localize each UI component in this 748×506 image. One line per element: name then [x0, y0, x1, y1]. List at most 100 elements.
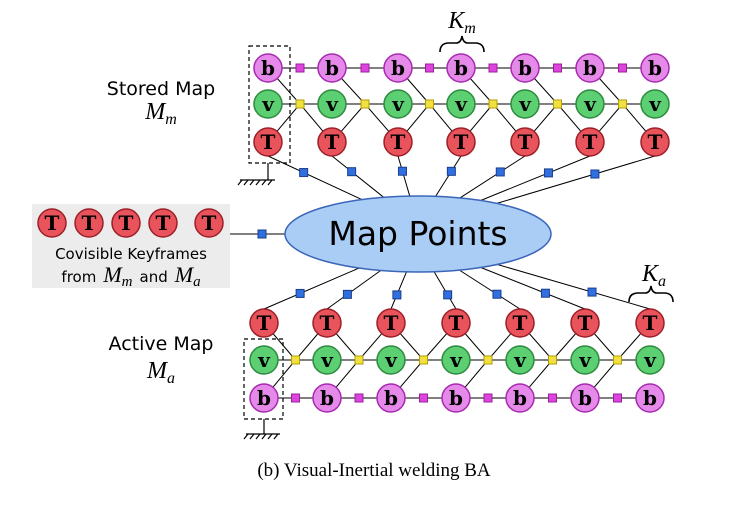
stored-bias-node-circle [510, 53, 540, 83]
stored-bias-node: b [640, 53, 670, 83]
active-inertial-factor [354, 355, 364, 365]
stored-point-link [480, 155, 591, 201]
active-map-symbol: Ma [146, 358, 175, 387]
active-velocity-node: v [505, 345, 535, 375]
active-pose-node: T [376, 308, 406, 338]
stored-bias-node-letter: b [518, 56, 532, 80]
stored-bias-node: b [253, 53, 283, 83]
active-keyframe-window-label: Ka [641, 261, 666, 290]
stored-bias-node-circle [575, 53, 605, 83]
active-velocity-node-letter: v [384, 348, 398, 372]
active-point-factor [392, 290, 402, 300]
active-pose-node-letter: T [449, 311, 464, 335]
figure-caption: (b) Visual-Inertial welding BA [257, 460, 491, 481]
active-point-factor [342, 289, 352, 299]
stored-inertial-factor [553, 99, 562, 109]
stored-bias-node: b [575, 53, 605, 83]
stored-pose-node: T [383, 127, 413, 157]
active-velocity-node-circle [312, 345, 342, 375]
active-pose-node-letter: T [384, 311, 399, 335]
active-velocity-node-letter: v [578, 348, 592, 372]
stored-pose-node: T [253, 127, 283, 157]
active-pose-node-circle [312, 308, 342, 338]
active-map-label: Active Map [109, 333, 214, 355]
stored-bias-node-letter: b [648, 56, 662, 80]
active-pose-node-circle [376, 308, 406, 338]
covisible-pose-node-circle [111, 208, 141, 238]
stored-pose-node-circle [253, 127, 283, 157]
stored-bias-node-circle [640, 53, 670, 83]
active-pose-node-circle [441, 308, 471, 338]
stored-pose-node-circle [575, 127, 605, 157]
active-bias-node-letter: b [578, 386, 592, 410]
active-pose-node-circle [635, 308, 665, 338]
active-point-factor [492, 289, 502, 299]
stored-velocity-node-letter: v [583, 92, 597, 116]
stored-point-link [496, 155, 656, 204]
active-point-link [459, 269, 521, 310]
stored-map-label: Stored Map [107, 78, 215, 100]
stored-velocity-node: v [383, 89, 413, 119]
active-velocity-node-letter: v [643, 348, 657, 372]
active-bias-node: b [505, 383, 535, 413]
active-pose-node: T [570, 308, 600, 338]
active-bias-node-letter: b [320, 386, 334, 410]
stored-inertial-factor [488, 99, 498, 109]
covisible-pose-node-circle [148, 208, 178, 238]
covisible-line1: Covisible Keyframes [55, 245, 207, 263]
active-velocity-node: v [249, 345, 279, 375]
covisible-pose-node: T [111, 208, 141, 238]
stored-pose-node: T [575, 127, 605, 157]
stored-bias-node-letter: b [325, 56, 339, 80]
stored-point-factor [397, 166, 407, 176]
stored-point-link [459, 155, 526, 199]
stored-inertial-factor [618, 99, 627, 109]
covisible-pose-node: T [148, 208, 178, 238]
active-pose-node-circle [570, 308, 600, 338]
active-velocity-node-circle [635, 345, 665, 375]
stored-bias-node-letter: b [454, 56, 468, 80]
active-point-link [497, 263, 651, 310]
stored-keyframe-window-label: Km [447, 8, 476, 37]
stored-point-factor [446, 166, 456, 176]
stored-velocity-node: v [446, 89, 476, 119]
map-points-node [284, 195, 552, 273]
stored-bias-factor [425, 63, 434, 73]
active-point-factor [295, 288, 305, 298]
active-ground-symbol [243, 419, 280, 440]
stored-point-factor [347, 167, 357, 177]
covisible-pose-node: T [37, 208, 67, 238]
stored-pose-node: T [640, 127, 670, 157]
stored-velocity-node-letter: v [391, 92, 405, 116]
stored-bias-node-letter: b [583, 56, 597, 80]
active-inertial-factor [291, 355, 300, 365]
active-point-factor [540, 288, 550, 298]
active-bias-node-letter: b [513, 386, 527, 410]
stored-velocity-node-letter: v [648, 92, 662, 116]
stored-point-link [397, 155, 411, 197]
stored-point-link [331, 155, 384, 198]
stored-pose-node-letter: T [583, 130, 598, 154]
stored-pose-node-letter: T [391, 130, 406, 154]
active-bias-factor [354, 393, 364, 403]
active-point-link [326, 270, 381, 310]
stored-pose-node-letter: T [261, 130, 276, 154]
factor-nodes [257, 63, 627, 403]
stored-keyframe-window-brace [439, 35, 485, 53]
stored-velocity-node: v [640, 89, 670, 119]
active-bias-factor [483, 393, 493, 403]
active-bias-node: b [635, 383, 665, 413]
stored-bias-node-circle [383, 53, 413, 83]
stored-bias-node-letter: b [261, 56, 275, 80]
stored-point-link [267, 155, 363, 201]
active-bias-node: b [376, 383, 406, 413]
active-keyframe-window-brace [628, 285, 674, 303]
map-points-label: Map Points [328, 214, 507, 253]
active-velocity-node: v [312, 345, 342, 375]
stored-velocity-node-letter: v [454, 92, 468, 116]
covisible-pose-node-letter: T [202, 211, 217, 235]
covisible-pose-node-letter: T [119, 211, 134, 235]
stored-velocity-node: v [575, 89, 605, 119]
active-pose-node: T [505, 308, 535, 338]
